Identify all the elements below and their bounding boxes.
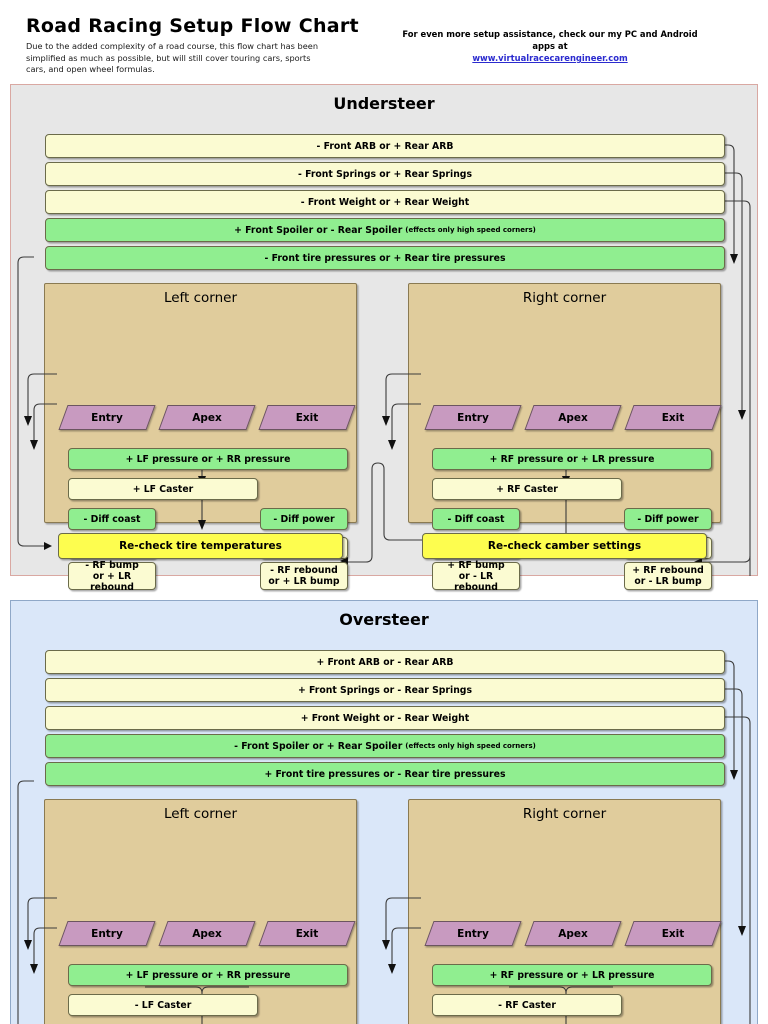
- oversteer-section: Oversteer + Front ARB or - Rear ARB + Fr…: [10, 600, 758, 1024]
- oversteer-title: Oversteer: [339, 610, 429, 629]
- box-label: + RF rebound or - LR bump: [632, 565, 704, 587]
- understeer-left-rf-bump[interactable]: - RF bump or + LR rebound: [68, 559, 156, 593]
- phase-label: Entry: [91, 411, 123, 424]
- box-label: - Diff coast: [447, 513, 505, 525]
- step-label: - Front Springs or + Rear Springs: [297, 168, 472, 180]
- oversteer-step-pressures[interactable]: + Front tire pressures or - Rear tire pr…: [45, 762, 725, 786]
- oversteer-step-weight[interactable]: + Front Weight or - Rear Weight: [45, 706, 725, 730]
- box-label: - RF bump or + LR rebound: [85, 559, 139, 593]
- oversteer-step-arb[interactable]: + Front ARB or - Rear ARB: [45, 650, 725, 674]
- box-label: - Diff power: [637, 513, 699, 525]
- box-label: + RF pressure or + LR pressure: [489, 453, 655, 465]
- understeer-right-phase-exit[interactable]: Exit: [624, 405, 722, 430]
- phase-label: Apex: [558, 927, 588, 940]
- understeer-step-springs[interactable]: - Front Springs or + Rear Springs: [45, 162, 725, 186]
- understeer-left-phase-exit[interactable]: Exit: [258, 405, 356, 430]
- corner-title: Right corner: [522, 290, 607, 306]
- box-label: - Diff coast: [83, 513, 141, 525]
- box-label: + RF bump or - LR rebound: [447, 559, 505, 593]
- understeer-left-diff-coast[interactable]: - Diff coast: [68, 508, 156, 530]
- oversteer-right-caster[interactable]: - RF Caster: [432, 994, 622, 1016]
- step-label: + Front Springs or - Rear Springs: [297, 684, 472, 696]
- box-label: - LF Caster: [134, 999, 192, 1011]
- understeer-step-weight[interactable]: - Front Weight or + Rear Weight: [45, 190, 725, 214]
- box-label: Re-check camber settings: [487, 539, 642, 552]
- understeer-right-pressure[interactable]: + RF pressure or + LR pressure: [432, 448, 712, 470]
- corner-title: Left corner: [163, 290, 238, 306]
- step-label: - Front ARB or + Rear ARB: [316, 140, 454, 152]
- understeer-left-rf-rebound[interactable]: - RF rebound or + LR bump: [260, 562, 348, 590]
- step-note: (effects only high speed corners): [405, 225, 536, 234]
- phase-label: Apex: [558, 411, 588, 424]
- understeer-left-diff-power[interactable]: - Diff power: [260, 508, 348, 530]
- page-title: Road Racing Setup Flow Chart: [26, 15, 359, 37]
- step-label: + Front ARB or - Rear ARB: [316, 656, 454, 668]
- phase-label: Entry: [457, 927, 489, 940]
- promo-text: For even more setup assistance, check ou…: [402, 29, 698, 51]
- phase-label: Exit: [295, 411, 319, 424]
- oversteer-left-pressure[interactable]: + LF pressure or + RR pressure: [68, 964, 348, 986]
- step-label: + Front Weight or - Rear Weight: [300, 712, 470, 724]
- oversteer-right-pressure[interactable]: + RF pressure or + LR pressure: [432, 964, 712, 986]
- understeer-recheck-camber[interactable]: Re-check camber settings: [422, 533, 707, 559]
- oversteer-left-corner: Left corner: [44, 799, 357, 1024]
- understeer-section: Understeer - Front ARB or + Rear ARB - F…: [10, 84, 758, 593]
- understeer-right-diff-power[interactable]: - Diff power: [624, 508, 712, 530]
- understeer-left-phase-entry[interactable]: Entry: [58, 405, 156, 430]
- oversteer-left-phase-entry[interactable]: Entry: [58, 921, 156, 946]
- phase-label: Exit: [661, 411, 685, 424]
- understeer-right-phase-apex[interactable]: Apex: [524, 405, 622, 430]
- step-label: - Front Spoiler or + Rear Spoiler: [234, 740, 403, 752]
- step-label: + Front Spoiler or - Rear Spoiler: [234, 224, 403, 236]
- oversteer-right-corner: Right corner: [408, 799, 721, 1024]
- box-label: + RF Caster: [496, 483, 558, 495]
- understeer-title: Understeer: [333, 94, 435, 113]
- box-label: Re-check tire temperatures: [119, 539, 282, 552]
- oversteer-left-phase-apex[interactable]: Apex: [158, 921, 256, 946]
- oversteer-right-phase-apex[interactable]: Apex: [524, 921, 622, 946]
- understeer-right-diff-coast[interactable]: - Diff coast: [432, 508, 520, 530]
- understeer-left-pressure[interactable]: + LF pressure or + RR pressure: [68, 448, 348, 470]
- box-label: - Diff power: [273, 513, 335, 525]
- oversteer-right-phase-entry[interactable]: Entry: [424, 921, 522, 946]
- phase-label: Exit: [661, 927, 685, 940]
- box-label: - RF Caster: [498, 999, 556, 1011]
- understeer-left-caster[interactable]: + LF Caster: [68, 478, 258, 500]
- understeer-right-rf-bump[interactable]: + RF bump or - LR rebound: [432, 559, 520, 593]
- promo-block: For even more setup assistance, check ou…: [400, 28, 700, 64]
- oversteer-left-phase-exit[interactable]: Exit: [258, 921, 356, 946]
- corner-title: Left corner: [163, 806, 238, 822]
- understeer-left-phase-apex[interactable]: Apex: [158, 405, 256, 430]
- box-label: - RF rebound or + LR bump: [268, 565, 340, 587]
- box-label: + LF pressure or + RR pressure: [125, 969, 291, 981]
- phase-label: Apex: [192, 927, 222, 940]
- step-label: - Front tire pressures or + Rear tire pr…: [264, 252, 506, 264]
- document-header: Road Racing Setup Flow Chart Due to the …: [0, 0, 768, 82]
- step-label: - Front Weight or + Rear Weight: [300, 196, 470, 208]
- corner-title: Right corner: [522, 806, 607, 822]
- box-label: + LF pressure or + RR pressure: [125, 453, 291, 465]
- step-note: (effects only high speed corners): [405, 741, 536, 750]
- oversteer-step-springs[interactable]: + Front Springs or - Rear Springs: [45, 678, 725, 702]
- understeer-right-phase-entry[interactable]: Entry: [424, 405, 522, 430]
- understeer-step-pressures[interactable]: - Front tire pressures or + Rear tire pr…: [45, 246, 725, 270]
- understeer-recheck-tire-temps[interactable]: Re-check tire temperatures: [58, 533, 343, 559]
- understeer-step-arb[interactable]: - Front ARB or + Rear ARB: [45, 134, 725, 158]
- box-label: + LF Caster: [132, 483, 194, 495]
- oversteer-left-caster[interactable]: - LF Caster: [68, 994, 258, 1016]
- understeer-right-rf-rebound[interactable]: + RF rebound or - LR bump: [624, 562, 712, 590]
- promo-link[interactable]: www.virtualracecarengineer.com: [472, 53, 628, 63]
- phase-label: Apex: [192, 411, 222, 424]
- understeer-step-spoiler[interactable]: + Front Spoiler or - Rear Spoiler(effect…: [45, 218, 725, 242]
- oversteer-right-phase-exit[interactable]: Exit: [624, 921, 722, 946]
- step-label: + Front tire pressures or - Rear tire pr…: [264, 768, 506, 780]
- page-subtitle: Due to the added complexity of a road co…: [26, 41, 319, 74]
- box-label: + RF pressure or + LR pressure: [489, 969, 655, 981]
- oversteer-step-spoiler[interactable]: - Front Spoiler or + Rear Spoiler(effect…: [45, 734, 725, 758]
- understeer-right-caster[interactable]: + RF Caster: [432, 478, 622, 500]
- phase-label: Exit: [295, 927, 319, 940]
- phase-label: Entry: [91, 927, 123, 940]
- phase-label: Entry: [457, 411, 489, 424]
